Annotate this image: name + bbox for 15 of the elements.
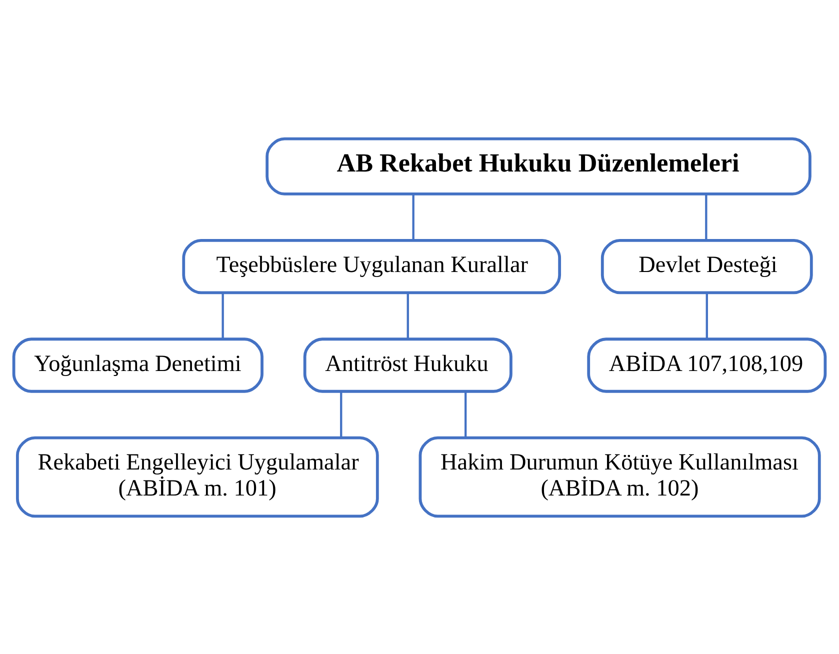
node-box: Antitröst Hukuku — [303, 337, 512, 392]
node-box: ABİDA 107,108,109 — [587, 337, 827, 392]
connector — [464, 391, 467, 438]
connector — [340, 391, 342, 438]
node-box: Hakim Durumun Kötüye Kullanılması (ABİDA m. 102) — [418, 436, 821, 518]
node-box: Devlet Desteği — [600, 238, 813, 294]
node-box: Teşebbüslere Uygulanan Kurallar — [182, 238, 562, 294]
node-box: Yoğunlaşma Denetimi — [12, 337, 264, 392]
connector — [706, 292, 708, 338]
connector — [222, 292, 224, 338]
node-box: AB Rekabet Hukuku Düzenlemeleri — [266, 136, 812, 195]
connector — [412, 194, 414, 240]
connector — [406, 292, 409, 338]
connector — [705, 194, 708, 240]
node-box: Rekabeti Engelleyici Uygulamalar (ABİDA m. 101) — [16, 436, 379, 518]
